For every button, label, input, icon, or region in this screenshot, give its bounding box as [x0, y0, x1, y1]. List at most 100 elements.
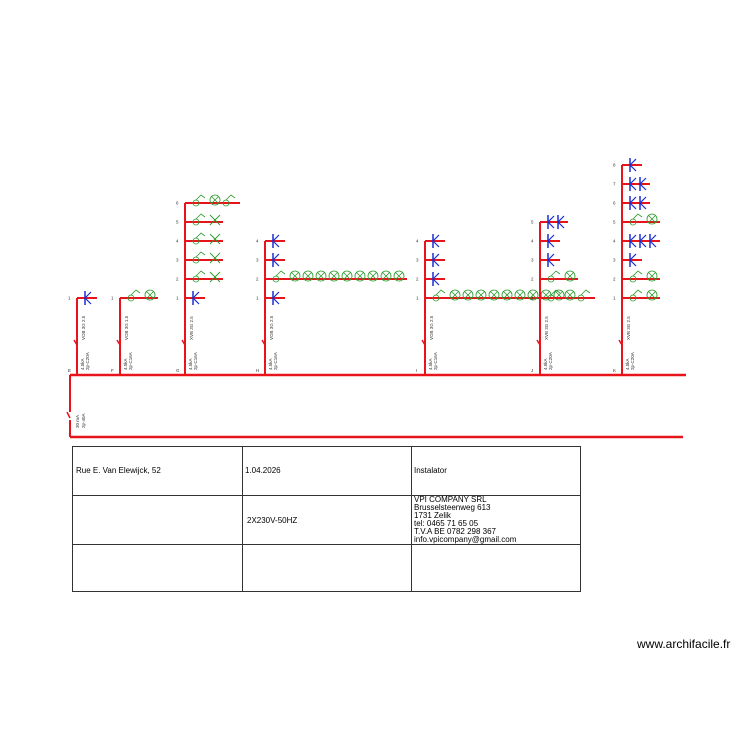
- branch-number: 7: [613, 182, 616, 187]
- switch-icon: [629, 289, 643, 302]
- company-name: VPI COMPANY SRL: [414, 495, 487, 504]
- branch-number: 5: [613, 220, 616, 225]
- switch-stroke: [195, 232, 206, 239]
- branch: [185, 232, 223, 245]
- branch-number: 3: [256, 258, 259, 263]
- branch-number: 8: [613, 163, 616, 168]
- lamp-icon: [315, 270, 327, 282]
- switch-stroke: [195, 213, 206, 220]
- branch: [622, 253, 642, 267]
- branch-number: 4: [176, 239, 179, 244]
- branch: [77, 291, 97, 305]
- date: 1.04.2026: [245, 466, 281, 475]
- branch: [185, 251, 223, 264]
- socket-stroke: [629, 177, 637, 185]
- socket-icon: [192, 291, 200, 305]
- socket-icon: [639, 196, 647, 210]
- branch: [622, 177, 650, 191]
- lamp-stroke: [529, 291, 537, 299]
- lamp-stroke: [380, 270, 392, 282]
- socket-stroke: [84, 297, 92, 305]
- branch: [120, 289, 158, 302]
- branch: [185, 291, 205, 305]
- divider: [411, 447, 412, 591]
- lamp-stroke: [289, 270, 301, 282]
- branch: [425, 234, 445, 248]
- lamp-stroke: [341, 270, 353, 282]
- breaker-ka-label: 4.5kA: [428, 358, 433, 370]
- circuit-breaker: [421, 339, 426, 353]
- socket-icon: [629, 177, 637, 191]
- circuit-breaker: [536, 339, 541, 353]
- lamp-icon: [646, 270, 658, 282]
- breaker-rating-label: 2p-C20A: [85, 352, 90, 370]
- socket-stroke: [639, 196, 647, 204]
- branch: [425, 289, 567, 302]
- socket-stroke: [547, 215, 555, 223]
- socket-stroke: [272, 240, 280, 248]
- socket-stroke: [639, 240, 647, 248]
- lamp-icon: [341, 270, 353, 282]
- differential-rating: 2p-40A: [81, 413, 86, 428]
- lamp-icon: [289, 270, 301, 282]
- lamp-stroke: [209, 271, 221, 283]
- switch-icon: [192, 194, 206, 207]
- switch-icon: [192, 213, 206, 226]
- lamp-icon: [354, 270, 366, 282]
- watermark: www.archifacile.fr: [637, 637, 731, 651]
- branch-number: 1: [68, 296, 71, 301]
- lamp-stroke: [501, 289, 513, 301]
- switch-stroke: [435, 289, 446, 296]
- circuit-breaker: [181, 339, 186, 353]
- switch-icon: [432, 289, 446, 302]
- branch-number: 1: [256, 296, 259, 301]
- lamp-stroke: [646, 289, 658, 301]
- divider: [73, 495, 580, 496]
- socket-stroke: [629, 183, 637, 191]
- company-email: info.vpicompany@gmail.com: [414, 535, 517, 544]
- socket-stroke: [272, 297, 280, 305]
- wall-lamp-icon: [209, 252, 221, 264]
- lamp-icon: [380, 270, 392, 282]
- branch-number: 6: [176, 201, 179, 206]
- socket-stroke: [432, 278, 440, 286]
- lamp-stroke: [503, 291, 511, 299]
- socket-icon: [432, 234, 440, 248]
- branch-number: 3: [613, 258, 616, 263]
- breaker-rating-label: 2p-C16A: [273, 352, 278, 370]
- socket-stroke: [547, 253, 555, 261]
- lamp-icon: [462, 289, 474, 301]
- breaker-rating-label: 2p-C20A: [548, 352, 553, 370]
- branch: [622, 158, 642, 172]
- branch: [265, 234, 285, 248]
- branch-number: 1: [531, 296, 534, 301]
- lamp-stroke: [317, 272, 325, 280]
- wall-lamp-icon: [209, 214, 221, 226]
- switch-stroke: [550, 270, 561, 277]
- socket-stroke: [639, 183, 647, 191]
- socket-stroke: [547, 240, 555, 248]
- branch: [622, 289, 660, 302]
- circuit-letter: F: [111, 368, 114, 373]
- socket-stroke: [192, 297, 200, 305]
- supply: 2X230V-50HZ: [247, 516, 298, 525]
- lamp-icon: [646, 213, 658, 225]
- circuit-E: [76, 291, 97, 375]
- socket-stroke: [432, 259, 440, 267]
- branch-number: 5: [531, 220, 534, 225]
- lamp-stroke: [304, 272, 312, 280]
- lamp-icon: [564, 270, 576, 282]
- socket-icon: [272, 291, 280, 305]
- breaker-ka-label: 4.5kA: [80, 358, 85, 370]
- circuit-letter: G: [176, 368, 180, 373]
- switch-stroke: [225, 194, 236, 201]
- circuit-I: [424, 234, 567, 375]
- lamp-stroke: [564, 289, 576, 301]
- lamp-icon: [488, 289, 500, 301]
- lamp-stroke: [566, 291, 574, 299]
- cable-label: XVB 3G 2.5: [189, 316, 194, 340]
- socket-stroke: [629, 164, 637, 172]
- socket-stroke: [649, 234, 657, 242]
- switch-stroke: [195, 194, 206, 201]
- circuit-J: [539, 215, 595, 375]
